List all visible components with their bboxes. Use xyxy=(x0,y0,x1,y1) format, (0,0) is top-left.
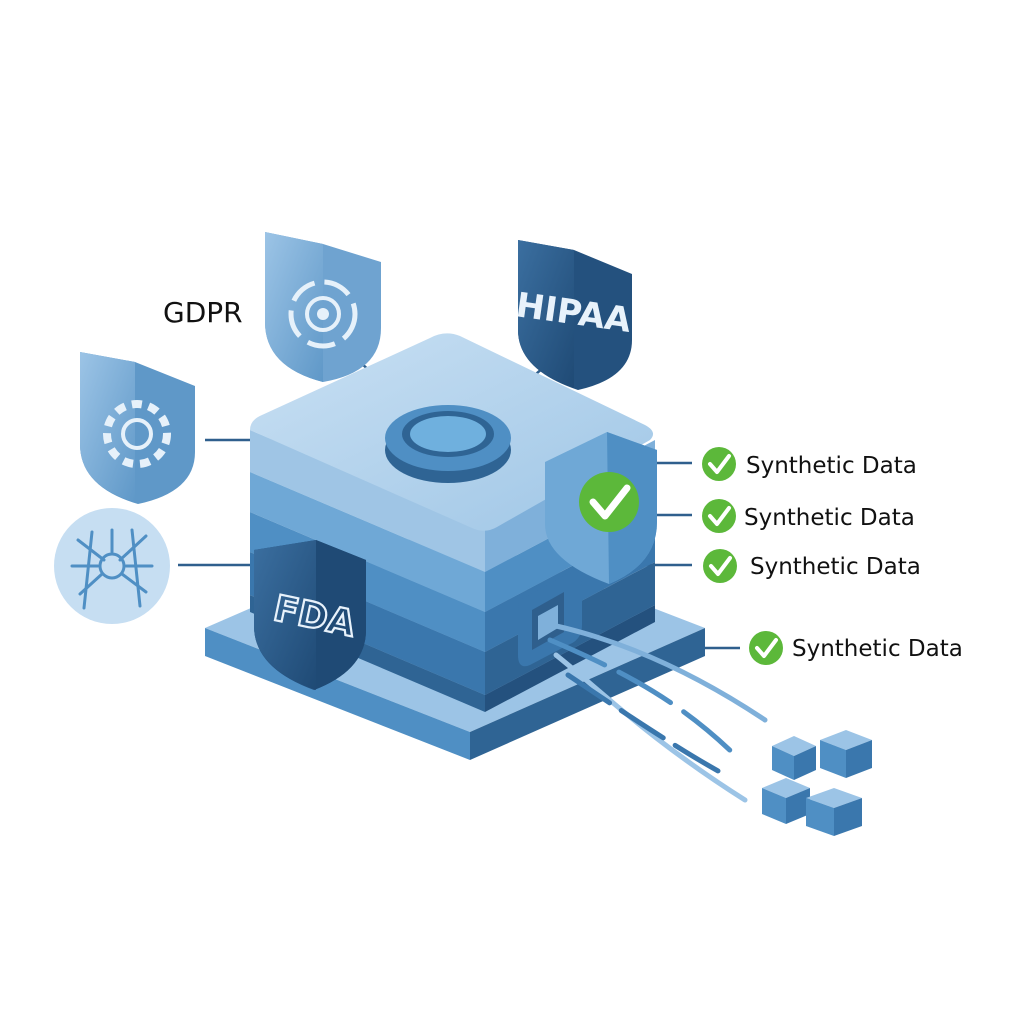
check-item: Synthetic Data xyxy=(749,631,963,665)
gear-shield-icon xyxy=(80,352,195,504)
check-circle-icon xyxy=(703,549,737,583)
check-circle-icon xyxy=(702,499,736,533)
check-circle-icon xyxy=(702,447,736,481)
check-shield-icon xyxy=(545,432,657,584)
check-item: Synthetic Data xyxy=(702,499,915,533)
gdpr-shield-icon xyxy=(265,232,381,382)
check-circle-icon xyxy=(749,631,783,665)
check-item: Synthetic Data xyxy=(703,549,921,583)
data-port xyxy=(518,573,582,667)
gdpr-label: GDPR xyxy=(163,296,243,329)
fda-shield-icon: FDA xyxy=(254,540,366,690)
hipaa-shield-icon: HIPAA xyxy=(514,240,634,390)
check-label: Synthetic Data xyxy=(750,554,921,580)
check-list: Synthetic Data Synthetic Data Synthetic … xyxy=(702,447,963,665)
check-label: Synthetic Data xyxy=(744,505,915,531)
network-circle-icon xyxy=(54,508,170,624)
check-label: Synthetic Data xyxy=(792,636,963,662)
check-item: Synthetic Data xyxy=(702,447,917,481)
check-label: Synthetic Data xyxy=(746,453,917,479)
data-cables xyxy=(547,622,768,803)
data-cubes-icon xyxy=(762,730,872,836)
